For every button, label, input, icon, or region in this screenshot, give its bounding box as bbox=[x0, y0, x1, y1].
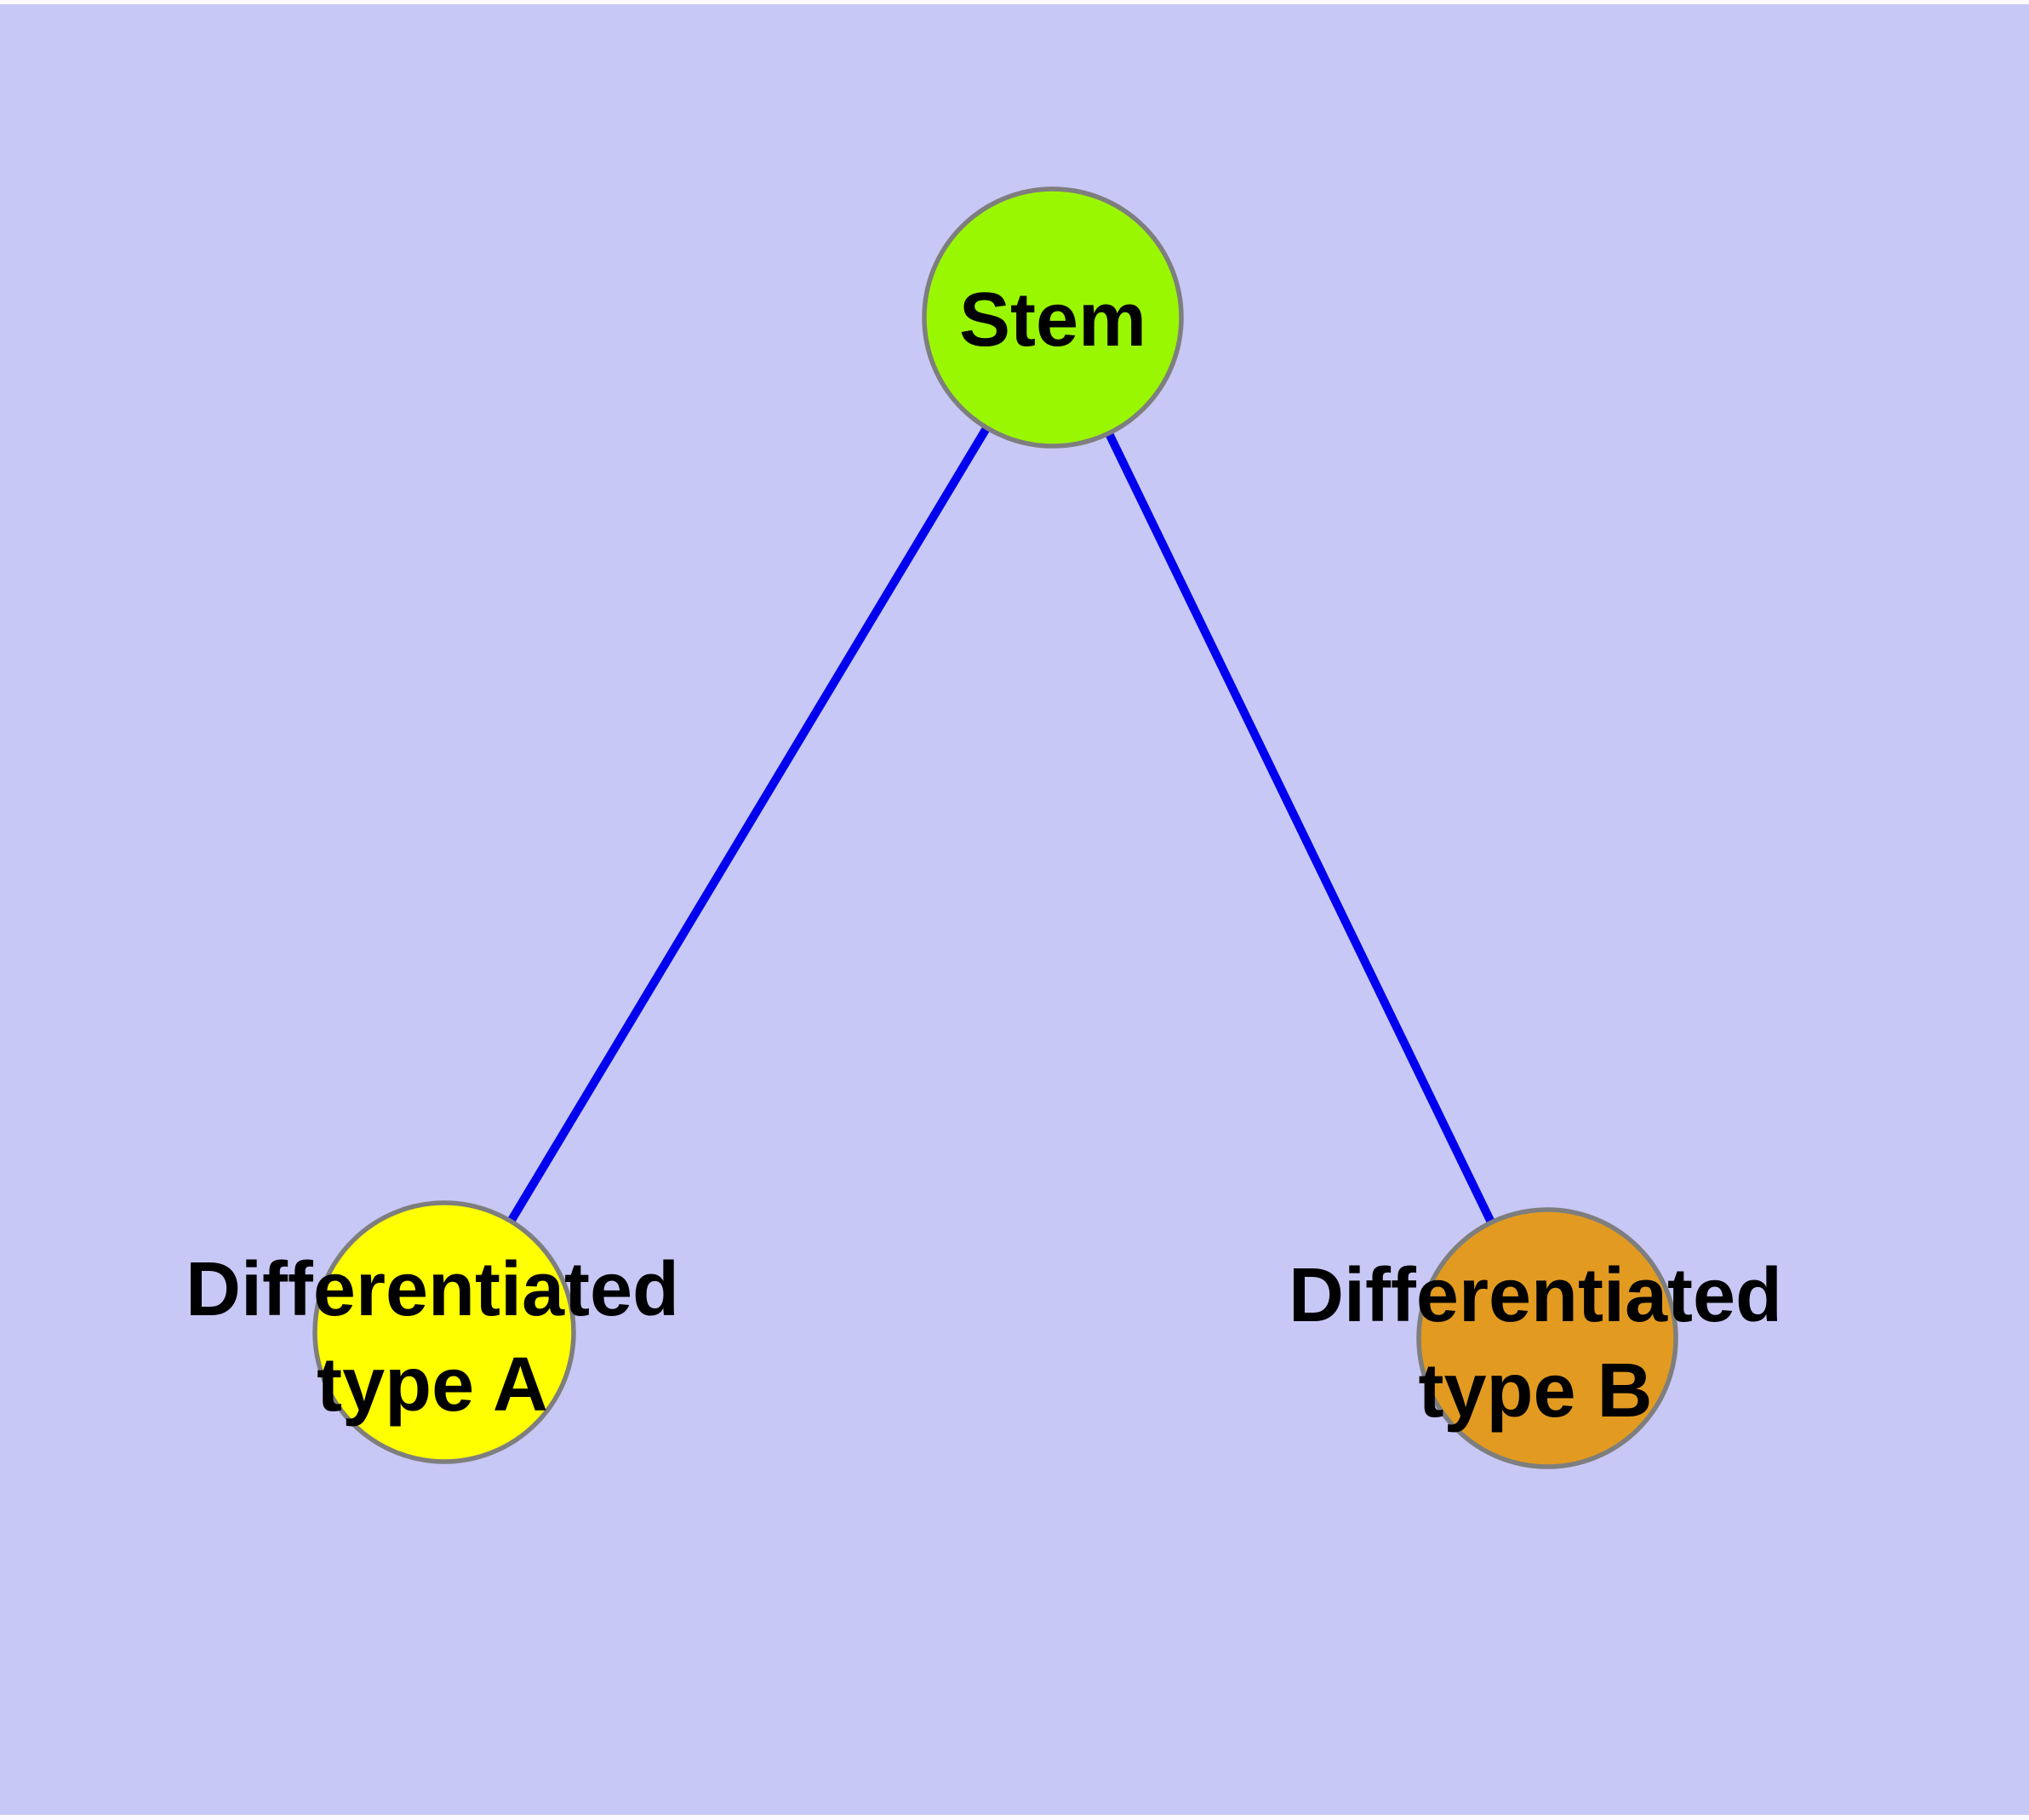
top-edge-strip bbox=[0, 0, 2029, 4]
differentiated-type-b-label-line1: Differentiated bbox=[1289, 1253, 1782, 1338]
edge-stem-to-type-a bbox=[440, 315, 1057, 1335]
differentiated-type-a-label-line1: Differentiated bbox=[186, 1247, 679, 1332]
differentiated-type-a-label-line2: type A bbox=[317, 1342, 548, 1428]
stem-node-label: Stem bbox=[959, 278, 1146, 363]
differentiated-type-b-node bbox=[1416, 1207, 1678, 1469]
edge-stem-to-type-b bbox=[1049, 315, 1552, 1341]
differentiated-type-b-label-line2: type B bbox=[1418, 1348, 1652, 1434]
differentiated-type-a-node bbox=[312, 1200, 576, 1464]
bottom-edge-strip bbox=[0, 1815, 2029, 1820]
stem-node bbox=[922, 186, 1184, 449]
